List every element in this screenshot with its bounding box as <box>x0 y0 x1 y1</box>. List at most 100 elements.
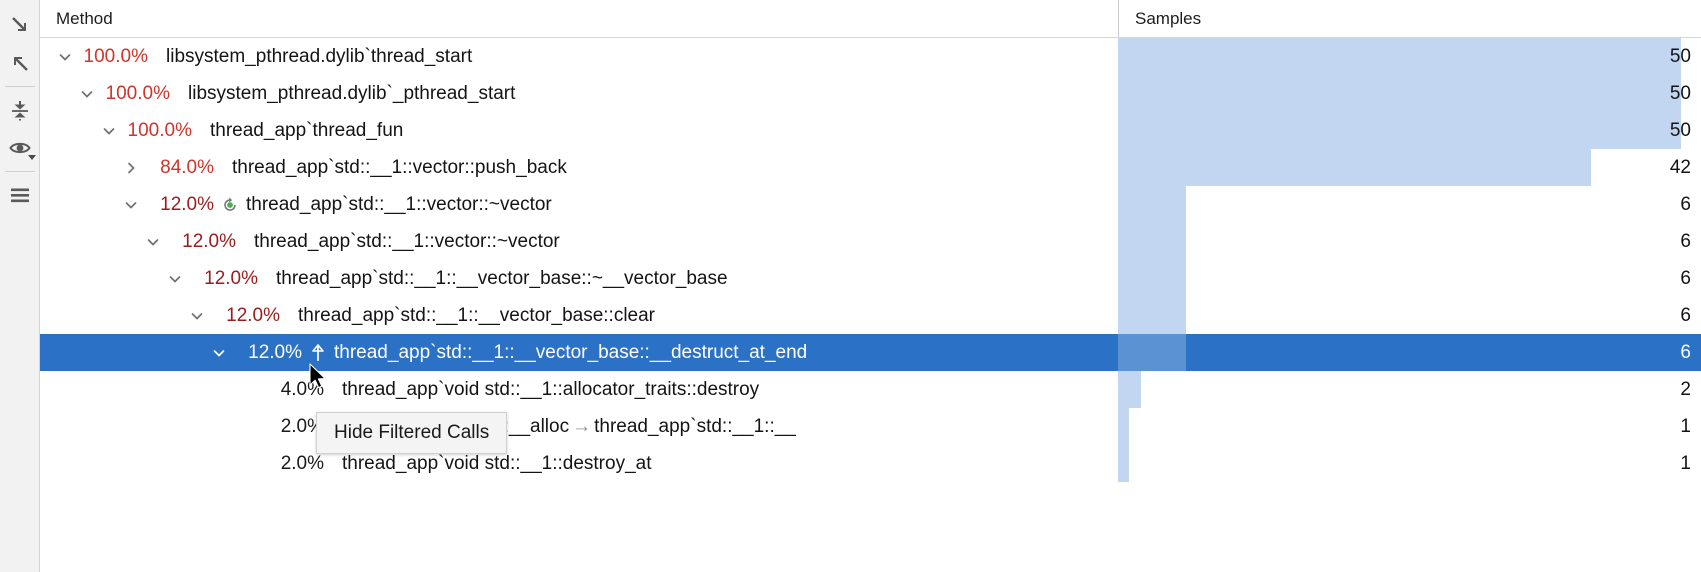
row-indent-spacer <box>40 38 54 75</box>
row-method-name: thread_app`std::__1::vector::~vector <box>246 193 552 215</box>
call-arrow-icon: → <box>572 415 592 437</box>
toolbar-divider-2 <box>4 171 35 172</box>
chevron-down-icon[interactable] <box>208 334 230 371</box>
row-indent-spacer <box>40 371 230 408</box>
samples-value: 6 <box>1680 194 1691 215</box>
cell-samples: 6 <box>1118 223 1701 260</box>
table-row[interactable]: 12.0% thread_app`std::__1::vector::~vecto… <box>40 223 1701 260</box>
row-indent-spacer <box>40 186 120 223</box>
left-toolbar <box>0 0 40 572</box>
row-icon-spacer <box>152 38 162 75</box>
samples-bar <box>1118 186 1186 223</box>
collapse-all-icon[interactable] <box>1 91 39 129</box>
row-icon-spacer <box>328 371 338 408</box>
row-indent-spacer <box>40 112 98 149</box>
row-method-name: thread_app`std::__1::vector::push_back <box>232 156 567 178</box>
table-row[interactable]: 2.0%_1::__vector_base::__alloc→thread_ap… <box>40 408 1701 445</box>
call-tree-table: Method Samples 100.0%libsystem_pthread.d… <box>40 0 1701 572</box>
chevron-down-icon[interactable] <box>142 223 164 260</box>
samples-value: 1 <box>1680 453 1691 474</box>
samples-value: 50 <box>1669 46 1691 67</box>
row-method-name: thread_app`std::__1::__vector_base::__de… <box>334 341 808 363</box>
jump-to-parent-icon[interactable] <box>306 334 330 371</box>
row-indent-spacer <box>40 75 76 112</box>
row-icon-spacer <box>262 260 272 297</box>
samples-value: 6 <box>1680 305 1691 326</box>
row-percent: 2.0% <box>280 415 324 437</box>
cell-samples: 1 <box>1118 445 1701 482</box>
chevron-down-icon[interactable] <box>76 75 98 112</box>
row-indent-spacer <box>40 297 186 334</box>
samples-bar <box>1118 75 1681 112</box>
row-percent: 84.0% <box>160 156 214 178</box>
cell-method: 12.0% thread_app`std::__1::__vector_base:… <box>40 297 1118 334</box>
cell-samples: 42 <box>1118 149 1701 186</box>
samples-bar <box>1118 260 1186 297</box>
row-percent: 4.0% <box>280 378 324 400</box>
chevron-down-icon[interactable] <box>186 297 208 334</box>
cell-method: 12.0%thread_app`std::__1::__vector_base:… <box>40 260 1118 297</box>
column-header-samples[interactable]: Samples <box>1118 0 1701 37</box>
column-header-method[interactable]: Method <box>56 9 113 28</box>
cell-method: 84.0% thread_app`std::__1::vector::push_b… <box>40 149 1118 186</box>
row-percent: 12.0% <box>204 267 258 289</box>
cell-samples: 50 <box>1118 38 1701 75</box>
row-method-name: thread_app`void std::__1::allocator_trai… <box>342 378 760 400</box>
row-method-name: libsystem_pthread.dylib`_pthread_start <box>188 82 516 104</box>
cell-method: 12.0% thread_app`std::__1::vector::~vecto… <box>40 223 1118 260</box>
cell-samples: 50 <box>1118 75 1701 112</box>
row-percent: 100.0% <box>127 119 192 141</box>
table-row[interactable]: 100.0% libsystem_pthread.dylib`_pthread_s… <box>40 75 1701 112</box>
samples-value: 42 <box>1669 157 1691 178</box>
chevron-down-icon[interactable] <box>120 186 142 223</box>
samples-value: 6 <box>1680 342 1691 363</box>
chevron-down-icon[interactable] <box>164 260 186 297</box>
samples-bar <box>1118 149 1591 186</box>
cell-method: 2.0%thread_app`void std::__1::destroy_at <box>40 445 1118 482</box>
table-header: Method Samples <box>40 0 1701 38</box>
cell-samples: 2 <box>1118 371 1701 408</box>
chevron-right-icon[interactable] <box>120 149 142 186</box>
row-icon-spacer <box>196 112 206 149</box>
row-method-name: libsystem_pthread.dylib`thread_start <box>166 45 473 67</box>
table-row[interactable]: 84.0% thread_app`std::__1::vector::push_b… <box>40 149 1701 186</box>
row-percent: 12.0% <box>248 341 302 363</box>
samples-bar <box>1118 38 1681 75</box>
chevron-down-icon[interactable] <box>54 38 76 75</box>
tree-leaf-spacer <box>230 445 252 482</box>
tooltip-hide-filtered-calls: Hide Filtered Calls <box>316 412 508 454</box>
drill-up-icon[interactable] <box>1 44 39 82</box>
cell-method: 100.0% libsystem_pthread.dylib`_pthread_s… <box>40 75 1118 112</box>
row-percent: 12.0% <box>182 230 236 252</box>
table-row[interactable]: 2.0%thread_app`void std::__1::destroy_at… <box>40 445 1701 482</box>
cell-samples: 6 <box>1118 297 1701 334</box>
samples-value: 1 <box>1680 416 1691 437</box>
row-method-name: thread_app`std::__1::vector::~vector <box>254 230 560 252</box>
drill-down-icon[interactable] <box>1 6 39 44</box>
row-indent-spacer <box>40 408 230 445</box>
table-row[interactable]: 12.0% thread_app`std::__1::vector::~vecto… <box>40 186 1701 223</box>
row-indent-spacer <box>40 223 142 260</box>
table-row[interactable]: 12.0%thread_app`std::__1::__vector_base:… <box>40 260 1701 297</box>
chevron-down-icon <box>27 155 36 160</box>
table-row[interactable]: 100.0%libsystem_pthread.dylib`thread_sta… <box>40 38 1701 75</box>
table-row[interactable]: 12.0% thread_app`std::__1::__vector_base:… <box>40 297 1701 334</box>
cell-method: 12.0% thread_app`std::__1::vector::~vecto… <box>40 186 1118 223</box>
table-row[interactable]: 12.0% thread_app`std::__1::__vector_base:… <box>40 334 1701 371</box>
row-percent: 100.0% <box>105 82 170 104</box>
chevron-down-icon[interactable] <box>98 112 120 149</box>
cell-method: 100.0%libsystem_pthread.dylib`thread_sta… <box>40 38 1118 75</box>
row-percent: 12.0% <box>160 193 214 215</box>
row-percent: 12.0% <box>226 304 280 326</box>
tree-leaf-spacer <box>230 371 252 408</box>
menu-icon[interactable] <box>1 176 39 214</box>
cell-method: 12.0% thread_app`std::__1::__vector_base:… <box>40 334 1118 371</box>
samples-bar <box>1118 334 1186 371</box>
cell-samples: 6 <box>1118 260 1701 297</box>
row-method-name: thread_app`std::__1::__vector_base::clea… <box>298 304 656 326</box>
show-hide-icon[interactable] <box>1 129 39 167</box>
table-row[interactable]: 4.0% thread_app`void std::__1::allocator_… <box>40 371 1701 408</box>
row-method-name: thread_app`thread_fun <box>210 119 404 141</box>
